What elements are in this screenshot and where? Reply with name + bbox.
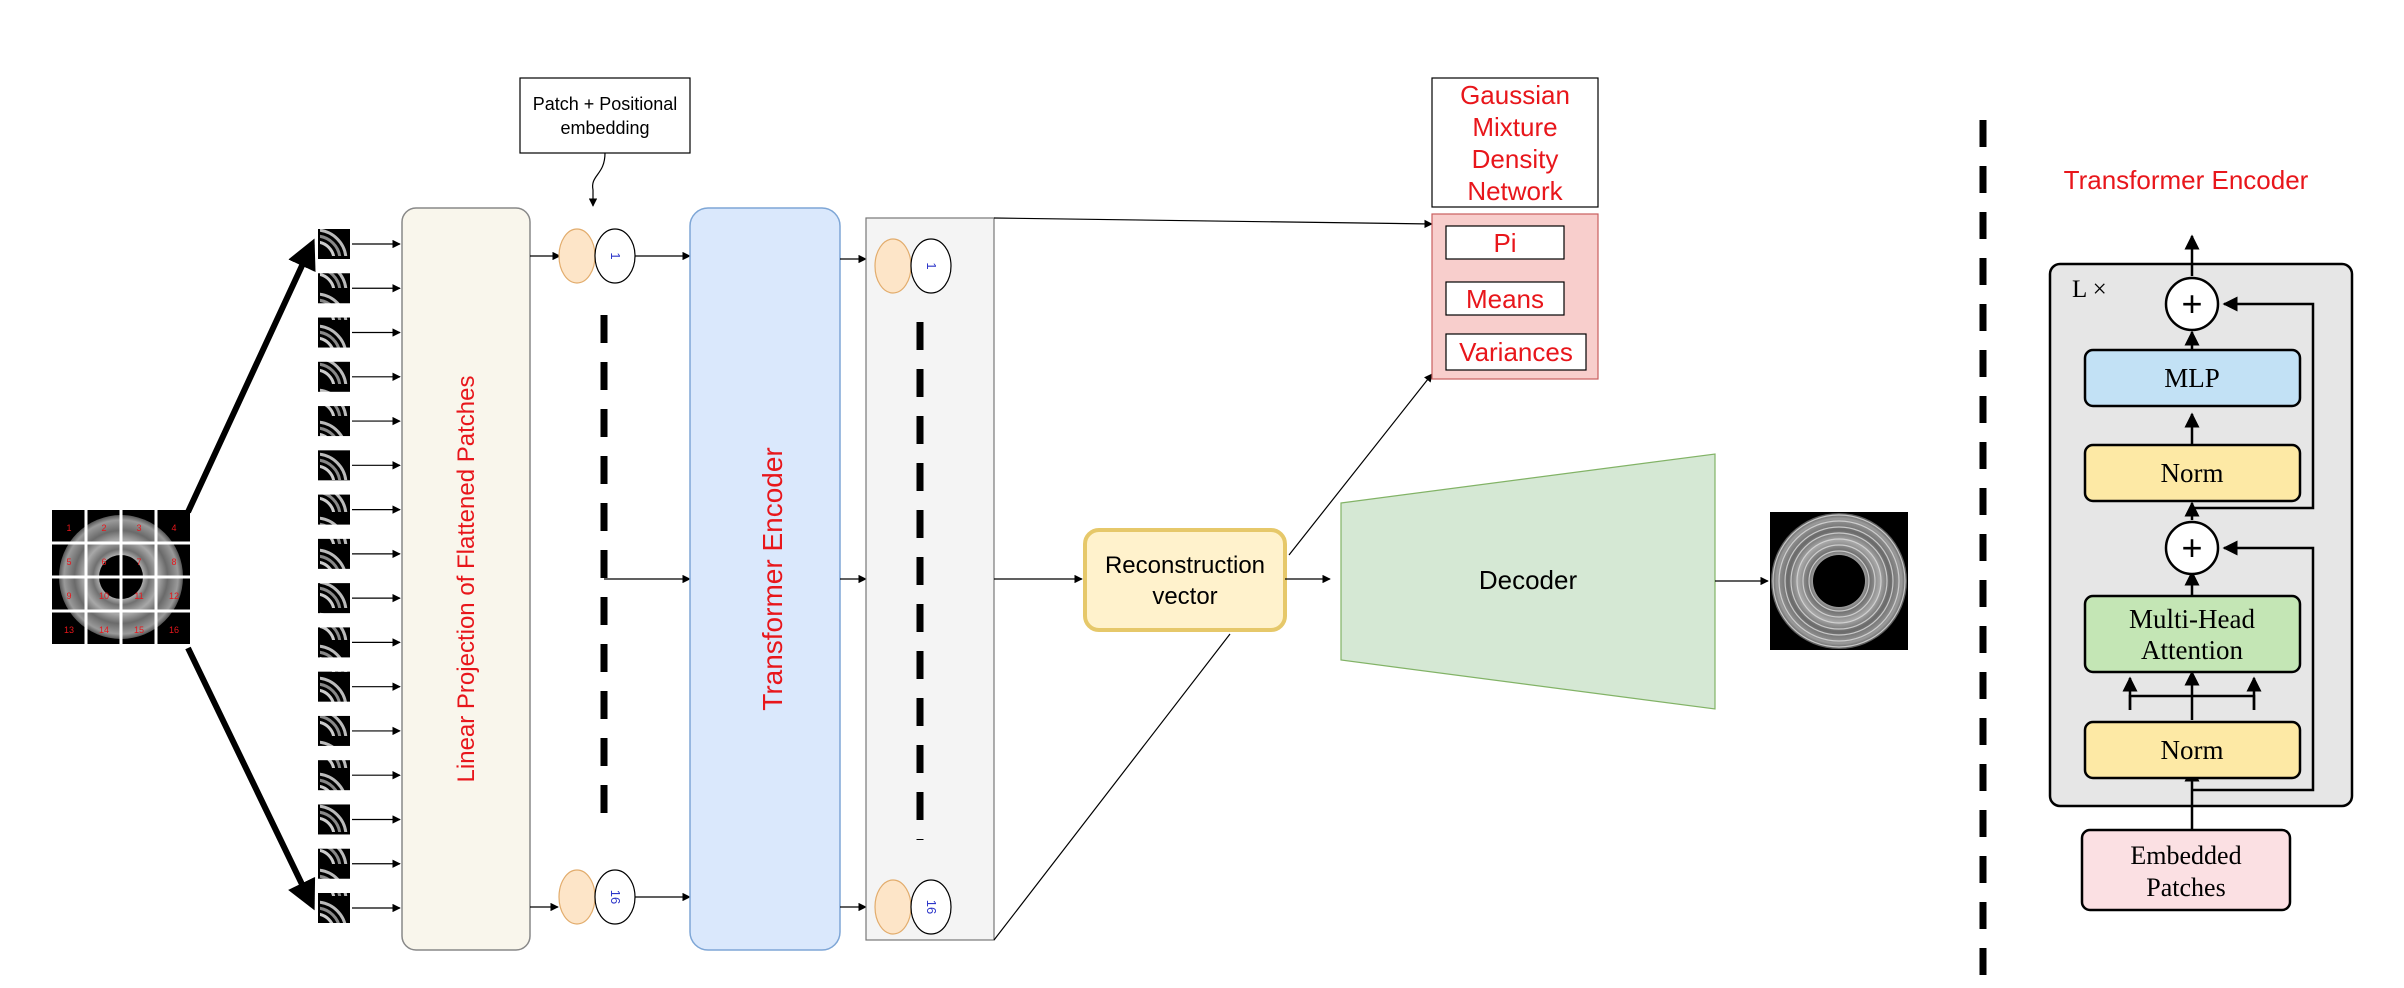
output-tokens-box — [865, 217, 995, 941]
attention-box — [2083, 594, 2302, 674]
reconstruction-vector-box — [1083, 528, 1287, 632]
transformer-encoder-label: Transformer Encoder — [757, 447, 788, 711]
patch-tile-15 — [318, 848, 401, 879]
attention-line-2: Attention — [2141, 635, 2243, 665]
attention-line-1: Multi-Head — [2129, 604, 2255, 634]
token-pair-first-output: 1 — [874, 238, 952, 294]
patch-number-5: 5 — [66, 557, 71, 567]
gmdn-title-box — [1431, 77, 1599, 208]
patch-number-4: 4 — [171, 523, 176, 533]
patch-embedding-line-1: Patch + Positional — [533, 94, 678, 114]
norm-top-box — [2083, 443, 2302, 503]
decoder-label: Decoder — [1479, 565, 1578, 595]
token-last-input-number: 16 — [608, 890, 623, 904]
mlp-box — [2083, 348, 2302, 408]
token-pair-first-input: 1 — [558, 228, 636, 284]
token-last-output-number: 16 — [924, 900, 939, 914]
patch-number-15: 15 — [134, 625, 144, 635]
patch-tile-1 — [318, 229, 401, 259]
patch-embedding-box — [519, 77, 691, 154]
gmdn-title-line-1: Gaussian — [1460, 80, 1570, 110]
patch-number-2: 2 — [101, 523, 106, 533]
embedded-patches-line-2: Patches — [2146, 873, 2225, 902]
gmdn-variances-box — [1445, 333, 1587, 371]
patch-number-12: 12 — [169, 591, 179, 601]
gmdn-means-box — [1445, 281, 1565, 316]
gmdn-title-line-4: Network — [1467, 176, 1563, 206]
patch-tile-7 — [318, 494, 401, 525]
norm-bottom-box — [2083, 720, 2302, 780]
norm-top-label: Norm — [2161, 458, 2224, 488]
patch-tile-16 — [318, 893, 401, 923]
patch-column — [318, 229, 401, 923]
linear-projection-box — [401, 207, 531, 951]
gmdn-means-label: Means — [1466, 284, 1544, 314]
patch-number-7: 7 — [136, 557, 141, 567]
patch-number-10: 10 — [99, 591, 109, 601]
output-image — [1770, 512, 1908, 650]
repeat-label: L × — [2072, 276, 2107, 303]
token-first-output-number: 1 — [924, 262, 939, 269]
patch-tile-12 — [318, 715, 401, 746]
patch-number-16: 16 — [169, 625, 179, 635]
patch-embedding-line-2: embedding — [560, 118, 649, 138]
split-arrow-top — [185, 238, 316, 514]
gmdn-title-line-3: Density — [1472, 144, 1559, 174]
token-pair-last-output: 16 — [874, 879, 952, 935]
split-arrow-bottom — [185, 646, 316, 911]
embedded-patches-line-1: Embedded — [2130, 841, 2241, 870]
patch-number-13: 13 — [64, 625, 74, 635]
add-node-top — [2164, 276, 2220, 332]
patch-tile-4 — [318, 361, 401, 392]
embedded-patches-box — [2080, 828, 2292, 912]
token-pair-last-input: 16 — [558, 869, 636, 925]
patch-tile-5 — [318, 406, 401, 437]
encoder-detail-title: Transformer Encoder — [2064, 165, 2309, 195]
patch-number-1: 1 — [66, 523, 71, 533]
add-node-top-symbol: + — [2181, 283, 2202, 324]
patch-number-9: 9 — [66, 591, 71, 601]
patch-number-6: 6 — [101, 557, 106, 567]
token-first-input-number: 1 — [608, 252, 623, 259]
patch-tile-14 — [318, 804, 401, 835]
gmdn-pi-box — [1445, 225, 1565, 260]
patch-tile-2 — [318, 273, 401, 304]
embedding-arrow — [588, 152, 606, 207]
patch-tile-11 — [318, 671, 401, 702]
patch-number-14: 14 — [99, 625, 109, 635]
patch-tile-13 — [318, 760, 401, 791]
patch-tile-8 — [318, 538, 401, 569]
add-node-bottom-symbol: + — [2181, 527, 2202, 568]
patch-number-3: 3 — [136, 523, 141, 533]
gmdn-variances-label: Variances — [1459, 337, 1573, 367]
reconstruction-line-2: vector — [1152, 583, 1217, 610]
patch-tile-9 — [318, 583, 401, 614]
reconstruction-line-1: Reconstruction — [1105, 552, 1265, 579]
patch-tile-10 — [318, 627, 401, 658]
decoder-shape — [1340, 453, 1716, 710]
add-node-bottom — [2164, 520, 2220, 576]
patch-tile-6 — [318, 450, 401, 481]
patch-number-11: 11 — [134, 591, 143, 601]
gmdn-pi-label: Pi — [1493, 228, 1516, 258]
patch-number-8: 8 — [171, 557, 176, 567]
patch-tile-3 — [318, 317, 401, 348]
norm-bottom-label: Norm — [2161, 735, 2224, 765]
linear-projection-label: Linear Projection of Flattened Patches — [453, 376, 480, 783]
gmdn-title-line-2: Mixture — [1472, 112, 1557, 142]
mlp-label: MLP — [2164, 363, 2220, 393]
